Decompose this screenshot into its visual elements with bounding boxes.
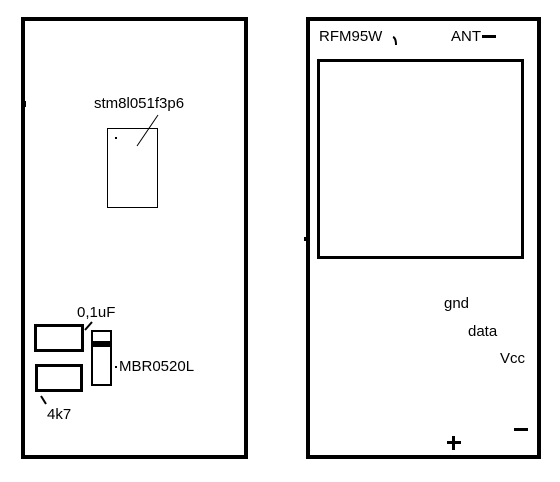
plus-vertical (452, 436, 455, 450)
capacitor-leader (84, 321, 93, 331)
rf-module-outline (317, 59, 524, 259)
mcu-leader-line (136, 114, 159, 147)
mcu-chip-outline (107, 128, 158, 208)
mcu-label: stm8l051f3p6 (94, 95, 185, 112)
capacitor-pad (34, 324, 84, 352)
minus-bar (514, 428, 528, 431)
module-leader (392, 36, 397, 46)
plus-symbol: + (447, 436, 461, 450)
board-edge-notch (304, 237, 307, 241)
antenna-pad (482, 35, 496, 38)
diode-label: MBR0520L (119, 358, 195, 375)
antenna-label: ANT (451, 28, 481, 45)
edge-mark (24, 101, 26, 107)
minus-symbol: – (514, 428, 528, 432)
diode-cathode-band (91, 341, 112, 347)
pin-data-label: data (468, 323, 498, 340)
pin-gnd-label: gnd (444, 295, 470, 312)
resistor-leader (40, 395, 47, 405)
left-board-outline (21, 17, 248, 459)
mcu-pin1-dot (115, 137, 117, 139)
pin-vcc-label: Vcc (500, 350, 526, 367)
resistor-pad (35, 364, 83, 392)
capacitor-label: 0,1uF (77, 304, 116, 321)
diode-body (91, 330, 112, 386)
resistor-label: 4k7 (47, 406, 72, 423)
module-label: RFM95W (319, 28, 383, 45)
right-board-outline (306, 17, 541, 459)
diode-leader-dot (115, 366, 117, 368)
